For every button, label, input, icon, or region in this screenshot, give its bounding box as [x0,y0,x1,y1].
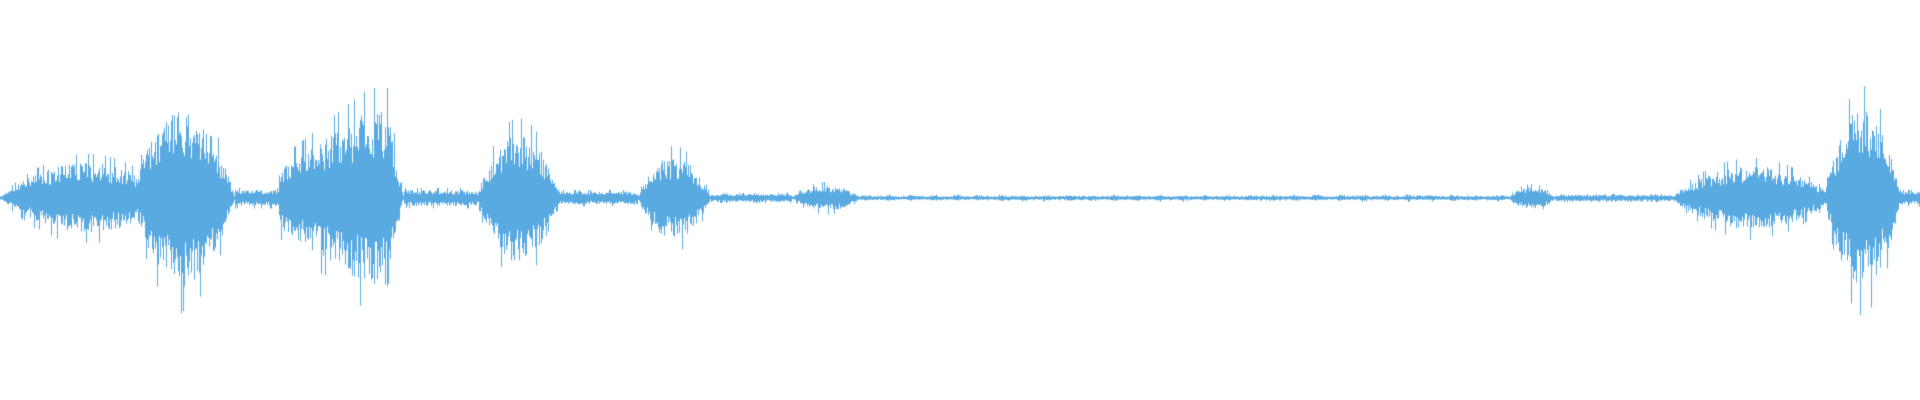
audio-waveform[interactable] [0,0,1920,400]
waveform-view [0,0,1920,400]
